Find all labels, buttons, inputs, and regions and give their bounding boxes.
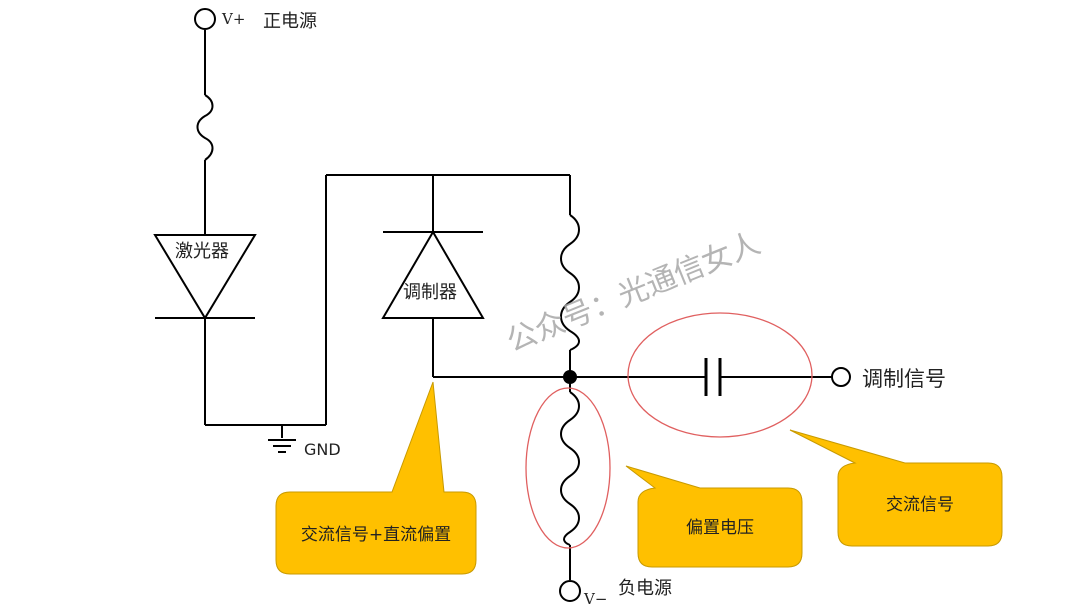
terminal-v-plus [194,8,216,30]
callout-ac-dc-shape [275,381,477,575]
callout-ac-shape [789,429,1003,547]
callout-bias-text: 偏置电压 [686,518,754,538]
callout-ac-dc-text: 交流信号+直流偏置 [301,525,451,545]
inductor-top [196,94,214,161]
label-modulator: 调制器 [403,282,457,303]
callout-bias-shape [625,465,803,568]
highlight-capacitor [627,312,813,438]
label-laser: 激光器 [175,241,229,262]
laser-diode [153,234,257,320]
label-pos-supply: 正电源 [263,11,317,32]
inductor-right-upper [560,214,580,351]
callout-ac-text: 交流信号 [886,495,954,515]
watermark: 公众号：光通信女人 [502,226,765,360]
label-neg-supply: 负电源 [618,578,672,599]
terminal-v-minus [559,580,581,602]
label-v-minus: V− [583,590,607,608]
modulator-diode [381,230,485,319]
label-gnd: GND [304,440,341,459]
capacitor [704,358,722,396]
inductor-right-lower [560,391,580,546]
terminal-mod-signal [831,367,851,387]
label-mod-signal: 调制信号 [862,367,946,391]
ground-symbol [268,439,296,453]
highlight-bias-inductor [525,387,611,549]
junction-node [563,370,577,384]
label-v-plus: V+ [221,10,245,28]
